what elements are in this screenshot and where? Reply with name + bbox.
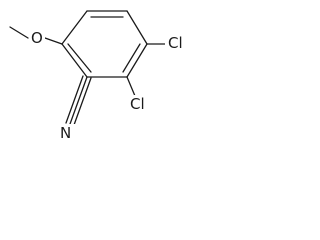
chemical-structure-diagram: O Cl Cl N [9,10,189,142]
nitrile-group: N [57,75,92,142]
bond-o-ch3 [9,26,29,39]
triple-bond-line-1 [69,76,88,125]
ring-double-bond-right [122,43,141,73]
ring-bond-c4-c5 [126,43,148,78]
ring-bond-c1-c2 [61,10,88,45]
cl-lower-atom-label: Cl [130,95,145,113]
triple-bond-line-3 [65,75,84,124]
oxygen-atom-label: O [31,29,43,47]
triple-bond-line-2 [73,77,92,126]
ring-bond-c6-c1 [61,43,88,78]
cl-upper-label-bg [165,34,189,52]
bond-c-o [44,37,63,45]
ring-bond-c3-c4 [126,10,148,45]
benzene-ring [61,10,148,78]
bond-c-cl-lower [126,76,136,97]
chloro-substituent-lower: Cl [126,76,151,113]
cl-upper-atom-label: Cl [168,34,183,52]
nitrogen-label-bg [57,124,77,142]
cl-lower-label-bg [127,95,151,113]
oxygen-label-bg [29,30,45,47]
nitrogen-atom-label: N [60,124,71,142]
methoxy-group: O [9,26,63,47]
chloro-substituent-upper: Cl [146,34,189,52]
ring-double-bond-left [67,43,92,73]
